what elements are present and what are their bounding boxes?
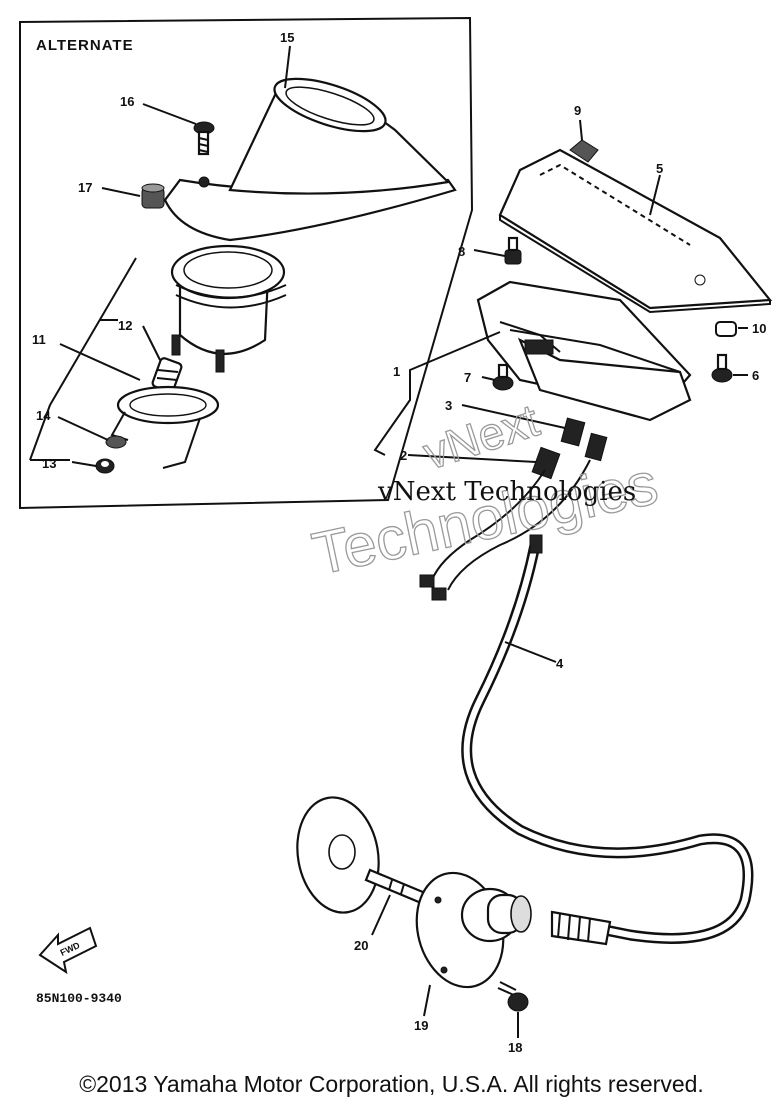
callout-1: 1 <box>393 364 400 379</box>
callout-15: 15 <box>280 30 294 45</box>
callout-8: 8 <box>458 244 465 259</box>
inset-meter-body <box>170 244 287 373</box>
part-6-screw <box>711 353 733 383</box>
fwd-arrow-icon: FWD <box>38 926 98 975</box>
callout-3: 3 <box>445 398 452 413</box>
callout-19: 19 <box>414 1018 428 1033</box>
part-14-washer <box>105 435 127 449</box>
copyright-footer: ©2013 Yamaha Motor Corporation, U.S.A. A… <box>79 1071 704 1097</box>
part-10-washer <box>715 321 737 337</box>
callout-7: 7 <box>464 370 471 385</box>
part-19-gear-housing <box>415 871 532 989</box>
part-4-speedometer-cable <box>461 534 754 946</box>
callout-16: 16 <box>120 94 134 109</box>
callout-9: 9 <box>574 103 581 118</box>
callout-11: 11 <box>32 332 46 347</box>
watermark-outline-technologies: Technologies <box>307 449 664 587</box>
part-15-meter-visor <box>163 77 457 242</box>
callout-14: 14 <box>36 408 51 423</box>
callout-20: 20 <box>354 938 368 953</box>
callout-18: 18 <box>508 1040 522 1055</box>
brake-disc-hub <box>296 796 380 914</box>
part-13-nut <box>95 458 115 474</box>
part-1-meter-assembly <box>476 280 692 422</box>
watermark-outline-vnext: vNext <box>417 394 545 480</box>
watermark-text: vNext Technologies <box>377 477 636 507</box>
part-2-3-sockets-and-wires <box>419 417 608 601</box>
part-code: 85N100-9340 <box>36 991 122 1006</box>
watermark: vNext Technologies vNext Technologies <box>306 393 664 588</box>
alternate-inset-panel: ALTERNATE <box>19 16 474 510</box>
callout-13: 13 <box>42 456 56 471</box>
inset-leaders <box>29 45 291 467</box>
main-leaders <box>371 119 748 1038</box>
part-5-meter-cover <box>498 148 773 314</box>
callout-12: 12 <box>118 318 132 333</box>
callout-6: 6 <box>752 368 759 383</box>
part-9-grommet <box>569 139 599 163</box>
part-8-screw-upper <box>504 236 522 265</box>
part-17-grommet <box>141 183 165 209</box>
callout-10: 10 <box>752 321 766 336</box>
part-16-screw <box>193 121 215 156</box>
callout-17: 17 <box>78 180 92 195</box>
callout-4: 4 <box>556 656 564 671</box>
callout-5: 5 <box>656 161 663 176</box>
part-18-bolt <box>497 981 529 1012</box>
callout-labels: 15 16 17 12 11 14 13 9 5 8 10 6 7 1 3 2 … <box>32 30 766 1055</box>
part-11-bracket <box>110 385 220 469</box>
part-7-screw <box>492 363 514 391</box>
inset-title: ALTERNATE <box>36 37 134 54</box>
callout-2: 2 <box>400 448 407 463</box>
